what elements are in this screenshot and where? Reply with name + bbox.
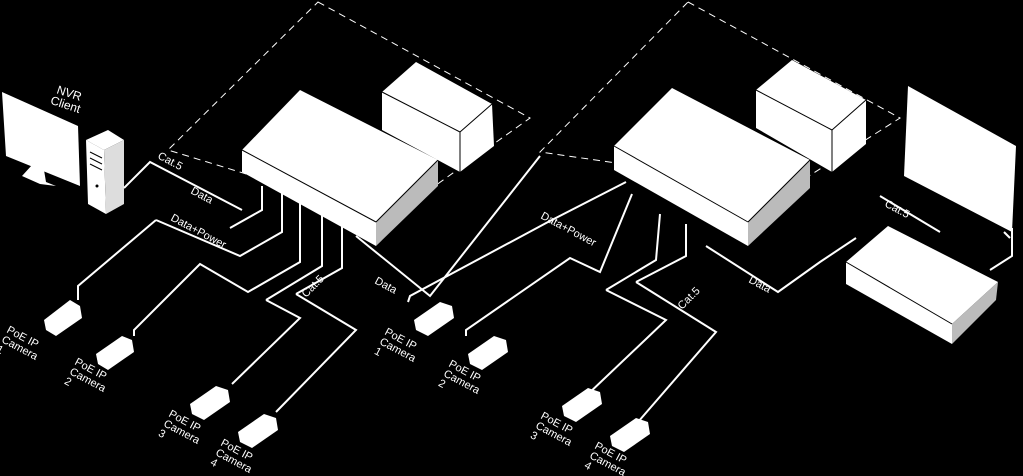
- right-camera-2-icon: [468, 336, 508, 370]
- monitor-stand: [22, 165, 56, 186]
- right-secondary-device: [845, 226, 998, 344]
- right-camera-1-icon: [414, 302, 454, 336]
- left-camera-3-icon: [190, 386, 230, 420]
- monitor-icon: [2, 92, 80, 186]
- right-wiring: [407, 181, 1013, 423]
- right-storage-box: [755, 60, 867, 172]
- right-camera-3-icon: [562, 388, 602, 422]
- tower-pc-icon: [86, 130, 124, 214]
- right-camera-4-icon: [610, 418, 650, 452]
- nvr-client: [2, 92, 124, 214]
- left-storage-box: [381, 62, 494, 172]
- left-camera-2-icon: [96, 336, 134, 370]
- right-monitor-icon: [904, 86, 1016, 239]
- left-nvr-device: [241, 90, 439, 246]
- left-camera-1-icon: [44, 300, 82, 336]
- right-nvr-device: [613, 88, 811, 246]
- left-camera-4-icon: [238, 414, 278, 448]
- left-wiring: [77, 155, 541, 413]
